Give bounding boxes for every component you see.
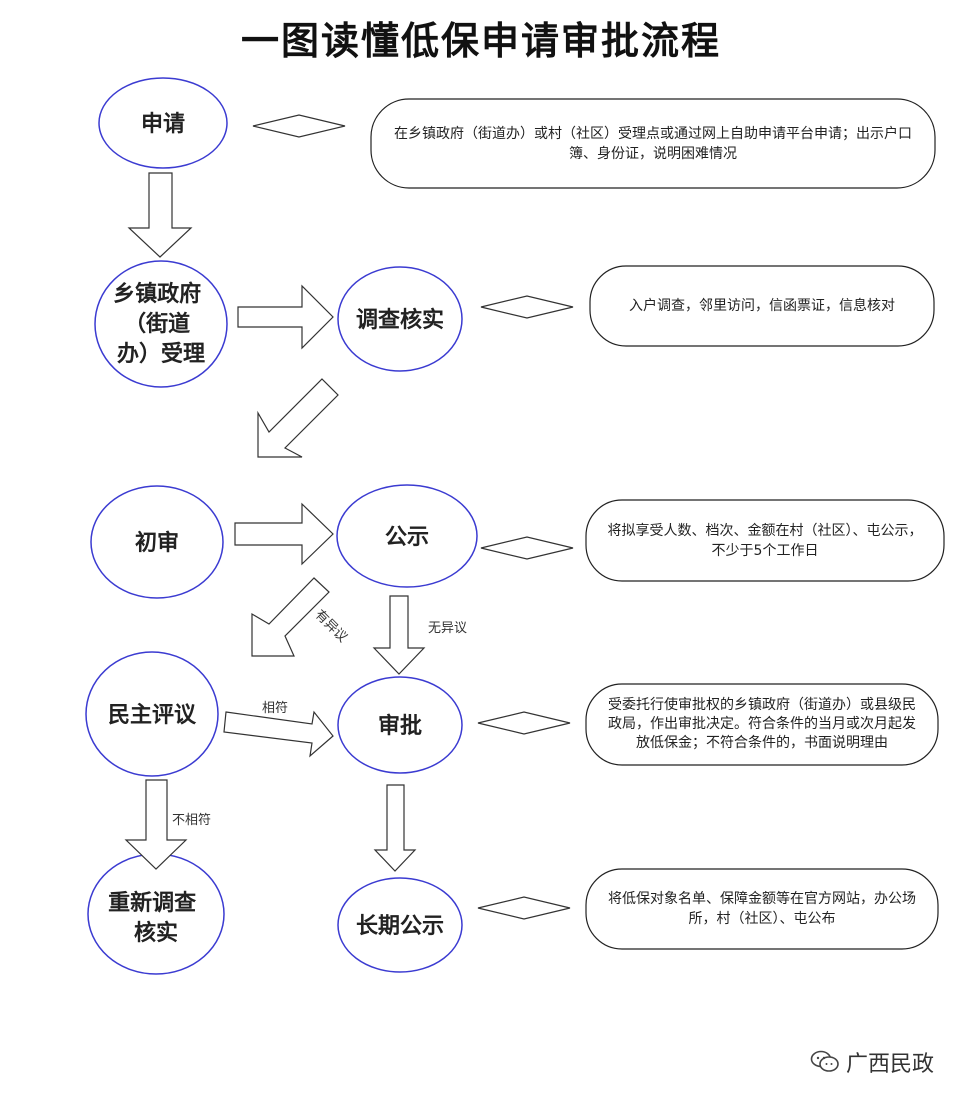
desc-publicize-box	[585, 499, 945, 582]
step-democratic-label: 民主评议	[108, 703, 197, 728]
connector-diamond-investigate	[480, 295, 574, 319]
edge-label-no-objection: 无异议	[428, 621, 467, 636]
desc-apply-text: 在乡镇政府（街道办）或村（社区）受理点或通过网上自助申请平台申请；出示户口簿、身…	[394, 125, 912, 162]
connector-diamond-longterm	[477, 896, 571, 920]
step-longterm-label: 长期公示	[356, 914, 444, 939]
edge-label-no-match: 不相符	[172, 812, 211, 828]
arrow-diag-investigate-initial	[257, 378, 339, 458]
step-apply-label: 申请	[141, 111, 185, 137]
desc-longterm-text: 将低保对象名单、保障金额等在官方网站，办公场所，村（社区）、屯公布	[608, 891, 916, 927]
desc-approve-box	[585, 683, 939, 766]
step-approve-circle	[337, 676, 463, 774]
page-title: 一图读懂低保申请审批流程	[240, 19, 721, 63]
desc-investigate-box	[589, 265, 935, 347]
step-accept-circle	[94, 260, 228, 388]
step-reinvestigate-label: 重新调查 核实	[108, 890, 204, 946]
wechat-icon	[810, 1050, 839, 1072]
edge-label-match: 相符	[262, 700, 288, 716]
watermark-text: 广西民政	[845, 1052, 934, 1077]
step-investigate-label: 调查核实	[356, 307, 444, 333]
step-apply-circle	[98, 77, 228, 169]
arrow-down-approve-longterm	[373, 784, 417, 872]
step-initial-label: 初审	[135, 530, 179, 556]
desc-longterm-box	[585, 868, 939, 950]
step-publicize-label: 公示	[385, 525, 429, 550]
desc-investigate-text: 入户调查，邻里访问，信函票证，信息核对	[629, 298, 895, 314]
arrow-diag-publicize-democratic	[251, 577, 330, 657]
arrow-down-democratic-reinvestigate	[124, 779, 188, 870]
arrow-right-accept-investigate	[237, 284, 334, 350]
step-publicize-circle	[336, 484, 478, 588]
arrow-down-apply-accept	[127, 172, 193, 258]
step-longterm-circle	[337, 877, 463, 973]
desc-apply-box	[370, 98, 936, 189]
desc-approve-text: 受委托行使审批权的乡镇政府（街道办）或县级民政局，作出审批决定。符合条件的当月或…	[608, 697, 916, 751]
arrow-down-publicize-approve	[372, 595, 426, 675]
step-accept-label: 乡镇政府 （街道 办）受理	[113, 281, 209, 367]
step-democratic-circle	[85, 651, 219, 777]
desc-publicize-text: 将拟享受人数、档次、金额在村（社区）、屯公示，不少于5个工作日	[607, 522, 923, 559]
step-investigate-circle	[337, 266, 463, 372]
edge-label-objection: 有异议	[312, 607, 350, 645]
arrow-right-initial-publicize	[234, 502, 334, 566]
connector-diamond-apply	[252, 114, 346, 138]
watermark: 广西民政	[810, 1046, 934, 1078]
step-approve-label: 审批	[378, 713, 422, 739]
step-initial-circle	[90, 485, 224, 599]
connector-diamond-approve	[477, 711, 571, 735]
arrow-right-democratic-approve	[223, 710, 334, 758]
connector-diamond-publicize	[480, 536, 574, 560]
